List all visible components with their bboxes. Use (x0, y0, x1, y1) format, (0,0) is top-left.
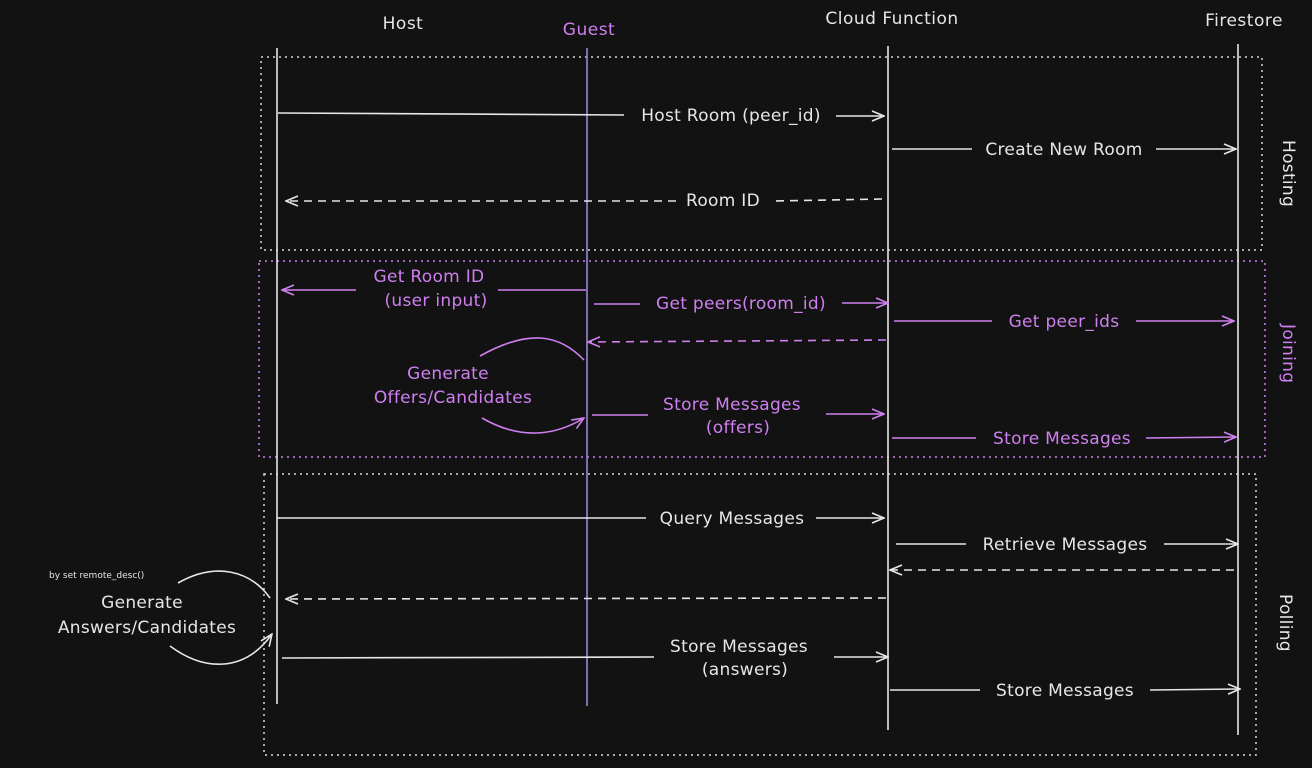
self-loop-answers-top (177, 570, 271, 599)
msg-gen-answers-line2: Answers/Candidates (58, 618, 236, 638)
note-remote-desc: by set remote_desc() (49, 571, 144, 581)
arrow-peer-ids-return (588, 340, 887, 342)
msg-create-room: Create New Room (985, 140, 1142, 160)
msg-retrieve-messages: Retrieve Messages (983, 535, 1148, 555)
section-label-joining: Joining (1278, 323, 1298, 383)
self-loop-offers-bottom (481, 418, 584, 434)
msg-room-id: Room ID (686, 191, 760, 211)
msg-store-msgs-guest: Store Messages (993, 429, 1131, 449)
msg-get-peer-ids: Get peer_ids (1009, 312, 1120, 332)
msg-gen-offers-line2: Offers/Candidates (374, 388, 532, 408)
arrow-store-msgs-host-b (1149, 689, 1240, 690)
msg-gen-offers-line1: Generate (407, 364, 489, 384)
self-loop-answers-bottom (169, 634, 272, 665)
arrow-room-id-b (771, 198, 883, 202)
arrow-store-answers-a (281, 656, 655, 659)
msg-query-messages: Query Messages (660, 509, 805, 529)
msg-gen-answers-line1: Generate (101, 593, 183, 613)
section-label-hosting: Hosting (1278, 140, 1298, 207)
section-label-polling: Polling (1275, 594, 1295, 652)
participant-guest: Guest (563, 20, 615, 40)
msg-store-offers-line2: (offers) (706, 418, 770, 438)
joining-section-frame (258, 260, 1266, 458)
msg-get-room-id-line1: Get Room ID (374, 267, 485, 287)
participant-firestore: Firestore (1205, 11, 1283, 31)
msg-get-room-id-line2: (user input) (384, 291, 487, 311)
arrow-store-msgs-guest-b (1145, 437, 1236, 438)
participant-cloud-function: Cloud Function (825, 9, 958, 29)
msg-store-offers-line1: Store Messages (663, 395, 801, 415)
msg-store-answers-line2: (answers) (702, 660, 788, 680)
msg-host-room: Host Room (peer_id) (641, 106, 821, 126)
msg-get-peers: Get peers(room_id) (656, 294, 826, 314)
msg-store-answers-line1: Store Messages (670, 637, 808, 657)
self-loop-offers-top (479, 337, 585, 361)
arrow-host-room-a (277, 112, 625, 116)
participant-host: Host (383, 14, 424, 34)
arrow-messages-to-host (286, 598, 887, 599)
msg-store-msgs-host: Store Messages (996, 681, 1134, 701)
